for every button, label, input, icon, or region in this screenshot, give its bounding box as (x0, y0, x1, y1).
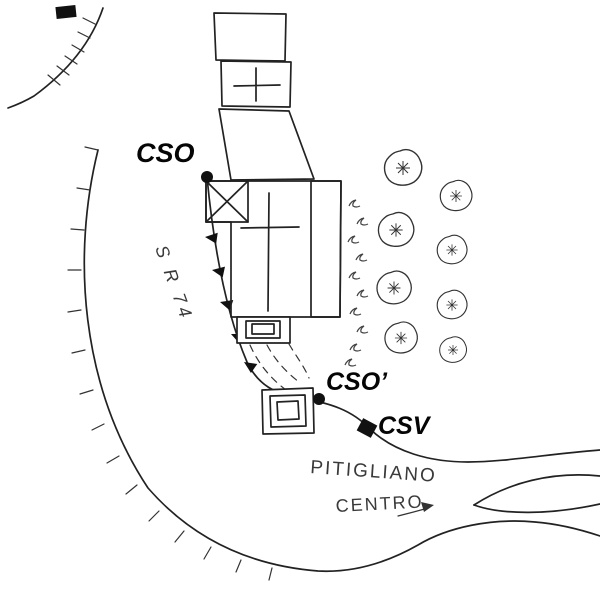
church-cross-symbol (240, 192, 300, 312)
csv-marker (356, 418, 378, 438)
bush (436, 234, 468, 265)
dashed-line (288, 343, 310, 379)
corner-edge-ticks (47, 17, 96, 86)
buildings (205, 12, 342, 435)
tick-mark (77, 31, 91, 39)
tick-mark (67, 309, 82, 313)
tick-mark (56, 65, 70, 76)
tick-mark (235, 559, 242, 573)
bush (376, 270, 412, 305)
grass-mark (355, 253, 368, 262)
nested-rect (269, 394, 307, 428)
road-outer-edge (83, 149, 600, 573)
nested-rect (251, 323, 275, 335)
tick-mark (64, 55, 78, 65)
tick-mark (106, 455, 120, 464)
triangle-mark (204, 231, 218, 244)
grass-mark (348, 199, 361, 208)
road-inner-edge (206, 176, 600, 463)
grass-mark (356, 217, 369, 226)
tick-mark (203, 546, 212, 560)
tick-mark (71, 44, 85, 53)
tick-mark (268, 567, 273, 581)
cross-building (220, 60, 292, 108)
arrow-head (421, 502, 434, 512)
cso-prime-label: CSO’ (326, 368, 388, 396)
bush (439, 336, 468, 363)
bush (377, 211, 415, 248)
cso-prime-marker (313, 393, 325, 405)
x-square-diagonals (205, 180, 249, 223)
destination-label-line2: CENTRO (335, 491, 424, 516)
tick-mark (47, 74, 61, 86)
grass-mark (344, 358, 357, 367)
grass-marks (344, 199, 369, 367)
tick-mark (84, 146, 99, 151)
bush (436, 289, 468, 320)
tick-mark (174, 530, 185, 543)
tick-mark (79, 389, 94, 395)
grass-mark (347, 235, 360, 244)
grass-mark (348, 271, 361, 280)
vegetation (344, 148, 473, 367)
dashed-driveway (249, 343, 310, 391)
grass-mark (356, 325, 369, 334)
triangle-mark (241, 357, 258, 373)
cross-symbol (233, 67, 281, 102)
church-building (205, 180, 342, 318)
tick-mark (91, 423, 105, 431)
road-name-label: S R 74 (151, 243, 197, 324)
cso-marker (201, 171, 213, 183)
grass-mark (356, 289, 369, 298)
tick-mark (82, 17, 96, 25)
corner-road (7, 4, 104, 109)
fork-upper-edge (473, 474, 600, 506)
point-markers (201, 171, 378, 438)
bush (384, 321, 418, 354)
nested-rect (276, 400, 300, 421)
dashed-line (266, 344, 300, 383)
lower-nested-structure (261, 387, 315, 435)
road-edge-ticks (67, 146, 273, 581)
fork-lower-edge (473, 503, 600, 514)
hatched-building-middle (218, 108, 315, 181)
grass-mark (349, 343, 362, 352)
direction-arrow (397, 502, 434, 517)
tick-mark (70, 228, 85, 231)
corner-road-edge (7, 7, 104, 109)
tick-mark (125, 484, 138, 495)
bush (439, 179, 473, 212)
triangle-mark (210, 264, 225, 278)
csv-label: CSV (378, 412, 432, 440)
nested-rect (261, 387, 315, 435)
tick-mark (76, 187, 91, 191)
nested-rect (245, 320, 281, 339)
cso-label: CSO (136, 138, 195, 168)
grass-mark (349, 307, 362, 316)
destination-label-line1: PITIGLIANO (310, 457, 438, 487)
upper-nested-structure (236, 316, 291, 344)
dashed-line (249, 344, 287, 391)
tick-mark (71, 349, 86, 354)
bush (383, 148, 423, 186)
road-sr74 (67, 146, 600, 581)
hatched-building-top (213, 12, 287, 62)
tick-mark (148, 510, 160, 522)
black-rectangle-marker (55, 4, 77, 20)
church-hatched-wing (310, 180, 342, 318)
